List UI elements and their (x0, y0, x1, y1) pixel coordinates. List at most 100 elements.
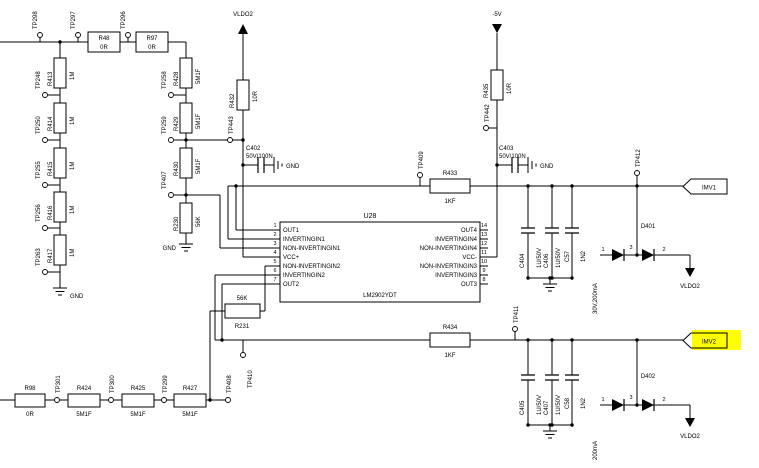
r48-value: 0R (100, 45, 108, 51)
testpoint-tp300[interactable]: TP300 (108, 375, 117, 403)
gnd-left-column: GND (53, 287, 84, 300)
r416-value: 1M (70, 206, 76, 214)
r429-ref: R429 (174, 116, 180, 131)
testpoint-tp259[interactable]: TP259 (162, 116, 174, 143)
resistor-r425[interactable]: R425 5M1F (121, 386, 155, 418)
connector-imv2[interactable]: IMV2 (682, 330, 741, 350)
resistor-r98[interactable]: R98 0R (14, 386, 46, 418)
d402-rating: 200mA (593, 441, 599, 460)
resistor-r429[interactable]: R429 5M1F (174, 102, 202, 134)
c405-ref: C405 (520, 400, 526, 415)
resistor-r430[interactable]: R430 5M1F (174, 147, 202, 179)
r434-ref: R434 (443, 325, 458, 331)
pin-name: INVERTINGIN4 (435, 237, 478, 243)
resistor-r434[interactable]: R434 1KF (429, 325, 471, 359)
testpoint-tp301[interactable]: TP301 (54, 375, 63, 403)
resistor-r413[interactable]: R413 1M (48, 57, 76, 89)
resistor-r433[interactable]: R433 1KF (429, 171, 471, 205)
c404-ref: C404 (520, 253, 526, 268)
resistor-r428[interactable]: R428 5M1F (174, 57, 202, 89)
gnd-c402: GND (273, 157, 300, 173)
testpoint-tp255[interactable]: TP255 (36, 161, 48, 188)
capacitor-c407[interactable]: C407 1U/50V (544, 374, 562, 415)
up-arrow-icon (238, 24, 248, 34)
resistor-r416[interactable]: R416 1M (48, 191, 76, 223)
r417-ref: R417 (48, 248, 54, 263)
r425-value: 5M1F (130, 412, 146, 418)
r433-ref: R433 (443, 171, 458, 177)
pin-number: 6 (273, 268, 276, 274)
testpoint-tp298[interactable]: TP298 (33, 11, 43, 38)
gnd-label: GND (163, 246, 177, 252)
testpoint-tp442[interactable]: TP442 (483, 104, 492, 131)
r230-value: 56K (196, 216, 202, 227)
testpoint-tp409[interactable]: TP409 (417, 151, 426, 178)
power-flag-neg5v[interactable]: -5V (492, 12, 502, 33)
testpoint-tp258[interactable]: TP258 (162, 71, 174, 98)
vldo2-label: VLDO2 (680, 284, 700, 290)
tp442-label: TP442 (485, 104, 491, 122)
r416-ref: R416 (48, 205, 54, 220)
resistor-r417[interactable]: R417 1M (48, 234, 76, 266)
gnd-caps-ch1 (543, 283, 557, 292)
r414-ref: R414 (48, 116, 54, 131)
capacitor-c405[interactable]: C405 1U/50V (520, 374, 543, 415)
power-flag-vldo2-d401[interactable]: VLDO2 (680, 268, 700, 290)
r425-ref: R425 (131, 386, 146, 392)
pin-number: 13 (481, 232, 487, 238)
power-flag-vldo2-top[interactable]: VLDO2 (233, 12, 253, 34)
resistor-r48[interactable]: R48 0R (87, 31, 121, 53)
resistor-r432[interactable]: R432 10R (230, 79, 259, 111)
tp263-label: TP263 (36, 248, 42, 266)
tp411-label: TP411 (514, 305, 520, 323)
d402-pin1: 1 (601, 397, 604, 403)
testpoint-tp248[interactable]: TP248 (36, 71, 48, 98)
capacitor-c57[interactable]: C57 1N2 (565, 227, 587, 262)
testpoint-tp299[interactable]: TP299 (161, 375, 170, 403)
capacitor-c58[interactable]: C58 1N2 (565, 374, 587, 409)
testpoint-tp256[interactable]: TP256 (36, 204, 48, 231)
neg5v-label: -5V (492, 12, 501, 18)
diode-d402[interactable]: D402 1 3 2 200mA (593, 374, 666, 460)
tp296-label: TP296 (121, 11, 127, 29)
testpoint-tp250[interactable]: TP250 (36, 116, 48, 143)
tp297-label: TP297 (71, 11, 77, 29)
resistor-r230[interactable]: R230 56K (174, 202, 202, 234)
testpoint-tp408[interactable]: TP408 (225, 375, 234, 403)
testpoint-tp410[interactable]: TP410 (240, 352, 255, 389)
capacitor-c402[interactable]: C402 50V/100N (246, 146, 273, 173)
pin-name: OUT1 (283, 228, 300, 234)
r415-ref: R415 (48, 161, 54, 176)
connector-imv1[interactable]: IMV1 (682, 178, 728, 195)
resistor-r435[interactable]: R435 10R (484, 69, 513, 101)
resistor-r427[interactable]: R427 5M1F (173, 386, 207, 418)
tp255-label: TP255 (36, 161, 42, 179)
testpoint-tp443[interactable]: TP443 (227, 116, 236, 143)
resistor-r97[interactable]: R97 0R (135, 31, 169, 53)
c57-ref: C57 (565, 250, 571, 262)
d401-pin2: 2 (662, 247, 665, 253)
testpoint-tp263[interactable]: TP263 (36, 248, 48, 275)
pin-number: 12 (481, 241, 487, 247)
diode-d401[interactable]: D401 1 3 2 30V,200mA (593, 224, 666, 314)
ic-u28[interactable]: U28 LM2902YDT 1 2 3 4 5 6 7 OUT1 INVERTI… (273, 213, 487, 303)
capacitor-c403[interactable]: C403 50V/100N (499, 146, 526, 173)
testpoint-tp296[interactable]: TP296 (121, 11, 131, 38)
c405-value: 1U/50V (537, 395, 543, 415)
testpoint-tp411[interactable]: TP411 (512, 305, 521, 332)
resistor-r231[interactable]: 56K R231 (224, 296, 261, 330)
resistor-r414[interactable]: R414 1M (48, 102, 76, 134)
capacitor-c406[interactable]: C406 1U/50V (544, 227, 562, 268)
c403-value: 50V/100N (499, 154, 526, 160)
imv2-label: IMV2 (702, 340, 717, 346)
resistor-r424[interactable]: R424 5M1F (67, 386, 101, 418)
tp410-label: TP410 (248, 370, 254, 388)
testpoint-tp412[interactable]: TP412 (634, 149, 643, 176)
capacitor-c404[interactable]: C404 1U/50V (520, 227, 543, 268)
r48-ref: R48 (98, 36, 110, 42)
resistor-r415[interactable]: R415 1M (48, 147, 76, 179)
power-flag-vldo2-d402[interactable]: VLDO2 (680, 418, 700, 440)
testpoint-tp297[interactable]: TP297 (71, 11, 81, 38)
testpoint-tp407[interactable]: TP407 (162, 171, 174, 198)
